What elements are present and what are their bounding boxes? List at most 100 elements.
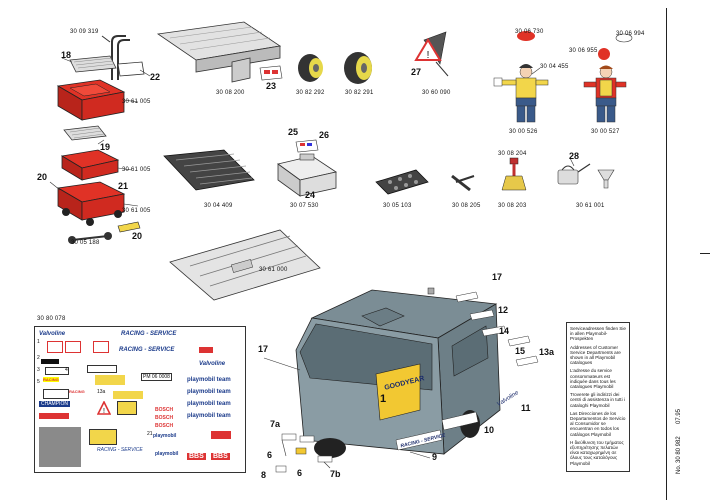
sticker-badge [65,341,81,353]
tire-large [344,52,372,84]
sticker-red-strip [39,413,69,419]
mechanic-figure-yellow [493,31,549,123]
funnel [597,169,615,189]
sticker-num: 3 [37,367,40,373]
part-number-label: 30 08 203 [498,203,527,209]
callout-number: 28 [569,151,580,161]
part-number-label: 30 61 005 [122,99,151,105]
grate-panel [61,55,117,73]
part-number-label: 30 61 001 [576,203,605,209]
card-22 [117,61,145,77]
wrench [451,174,475,192]
info-text-el: Η διεύθυνση του τμήματος εξυπηρέτησης πε… [570,439,624,466]
part-number-label: 30 04 409 [204,203,233,209]
sticker-playmobil: playmobil [153,433,177,439]
part-number-label: 30 60 090 [422,90,451,96]
jack-stand [501,157,527,191]
callout-number: 18 [61,50,72,60]
callout-number: 17 [258,344,269,354]
info-text-de: Serviceadressen finden Sie in allen Play… [570,326,626,342]
sticker-bbs: BBS [187,453,206,460]
sticker-plate [45,367,69,375]
callout-number: 7a [270,419,281,429]
document-number: No. 30 80 982 [676,436,682,474]
axle [68,232,112,244]
sticker-bbs: BBS [211,453,230,460]
callout-number: 17 [492,272,503,282]
part-number-label: 30 06 955 [569,48,598,54]
tray-grid [163,149,255,191]
sticker-valvoline: Valvoline [39,331,66,337]
sticker-num: 1 [37,339,40,345]
info-text-it: Troverete gli indirizzi dei centri di as… [570,392,625,408]
sticker-num: 5 [37,379,40,385]
part-number-label: 30 06 994 [616,31,645,37]
part-number-label: 30 05 103 [383,203,412,209]
callout-number: 19 [100,142,111,152]
part-number-label: 30 61 005 [122,167,151,173]
info-text-fr: L'adresse du service consommateurs est i… [570,368,616,390]
sticker-playmobil-team: playmobil team [187,401,231,407]
sticker-num: 21 [147,431,153,437]
callout-number: 7b [330,469,341,479]
sticker-badge [93,341,109,353]
part-number-label: 30 80 078 [37,316,66,322]
callout-number: 20 [37,172,48,182]
part-number-label: 30 82 292 [296,90,325,96]
wrench-tray [375,169,429,195]
info-text-en: Addresses of Customer Service Department… [570,344,621,366]
sticker-num: 4 [65,367,68,373]
sticker-plate-text: PM 06 0008 [141,373,172,381]
sticker-flag [199,347,213,353]
yellow-strip-20 [117,221,141,233]
callout-number: 22 [150,72,161,82]
part-number-label: 30 00 526 [509,129,538,135]
sticker-red-block [211,431,231,439]
part-number-label: 30 00 527 [591,129,620,135]
sticker-yellow-panel [95,375,125,385]
sticker-champion: CHAMPION [39,401,70,407]
page-edge-tick [700,253,710,254]
callout-number: 11 [521,403,531,413]
red-box-middle [60,149,133,181]
page-fold-line [666,8,667,500]
part-number-label: 30 08 205 [452,203,481,209]
part-number-label: 30 07 530 [290,203,319,209]
part-number-label: 30 82 291 [345,90,374,96]
svg-text:!: ! [103,408,105,415]
callout-number: 15 [515,346,526,356]
parts-sprue [169,229,321,301]
callout-number: 13a [539,347,555,357]
callout-number: 23 [266,81,277,91]
tool-case [277,153,338,197]
red-box-top [56,79,139,121]
part-number-label: 30 09 319 [70,29,99,35]
sticker-racing: RACING [43,377,59,382]
callout-number: 8 [261,470,267,480]
sticker-num: 13a [97,389,106,395]
mechanic-figure-red [583,33,633,123]
sticker-racing-panel [43,389,69,399]
sticker-playmobil-team: playmobil team [187,413,231,419]
sticker-bosch: BOSCH [155,407,174,413]
sticker-yellow-strip [113,391,143,399]
sticker-bosch: BOSCH [155,423,174,429]
sticker-racing: RACING [69,389,85,394]
sticker-playmobil: playmobil [155,451,179,457]
sticker-playmobil-team: playmobil team [187,389,231,395]
racing-service-van [295,287,501,458]
part-number-label: 30 05 188 [71,240,100,246]
callout-number: 21 [118,181,129,191]
oil-can [557,163,591,185]
callout-number: 9 [432,452,438,462]
callout-number: 27 [411,67,422,77]
sticker-racing-service: RACING - SERVICE [121,331,177,337]
callout-number: 10 [484,425,495,435]
info-text-es: Las Direcciones de los Departamentos de … [570,410,626,437]
warning-triangle-icon: ! [97,401,111,415]
sticker-black-strip [41,359,59,364]
callout-number: 26 [319,130,330,140]
part-number-label: 30 08 204 [498,151,527,157]
document-date: 07.95 [676,408,682,424]
